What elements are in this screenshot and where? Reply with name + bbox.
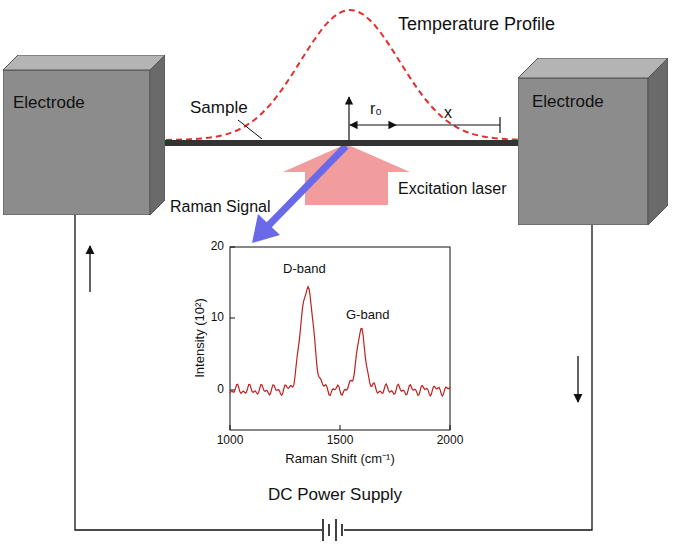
electrode-block: Electrode [518, 58, 668, 225]
spectrum-line [230, 287, 450, 396]
current-arrow [577, 356, 578, 402]
part-label: Sample [190, 98, 248, 118]
tick-label: 1000 [217, 434, 244, 448]
cube-shape [3, 55, 165, 215]
r0-arrow [350, 124, 396, 125]
electrode-block: Electrode [3, 55, 165, 215]
tick-label: 20 [211, 240, 224, 254]
chart-ticks [230, 247, 450, 430]
sample-bar [165, 140, 518, 146]
raman-arrow [268, 146, 346, 226]
current-arrow [89, 246, 90, 292]
chart-frame [230, 247, 450, 430]
tick-label: 2000 [437, 434, 464, 448]
wire [344, 225, 592, 530]
electrode-label: Electrode [532, 92, 604, 112]
cube-shape [518, 58, 668, 225]
battery-symbol [323, 519, 342, 541]
peak-label: D-band [283, 262, 326, 277]
part-label: Excitation laser [398, 180, 507, 198]
part-label: Raman Signal [170, 198, 271, 216]
supply-label: DC Power Supply [268, 485, 402, 505]
tick-label: 1500 [327, 434, 354, 448]
x-tick [499, 117, 500, 133]
axis-title: Intensity (10²) [193, 298, 208, 377]
leader-line [238, 120, 262, 139]
axis-marker [348, 97, 349, 140]
axis-title: Raman Shift (cm⁻¹) [285, 452, 394, 467]
raman-arrowhead [252, 214, 280, 243]
symbol-label: x [444, 104, 452, 122]
symbol-label: r₀ [370, 100, 382, 118]
peak-label: G-band [346, 308, 389, 323]
tick-label: 10 [211, 311, 224, 325]
title-label: Temperature Profile [398, 14, 555, 35]
electrode-label: Electrode [13, 93, 85, 113]
tick-label: 0 [217, 383, 224, 397]
x-line [396, 124, 500, 125]
